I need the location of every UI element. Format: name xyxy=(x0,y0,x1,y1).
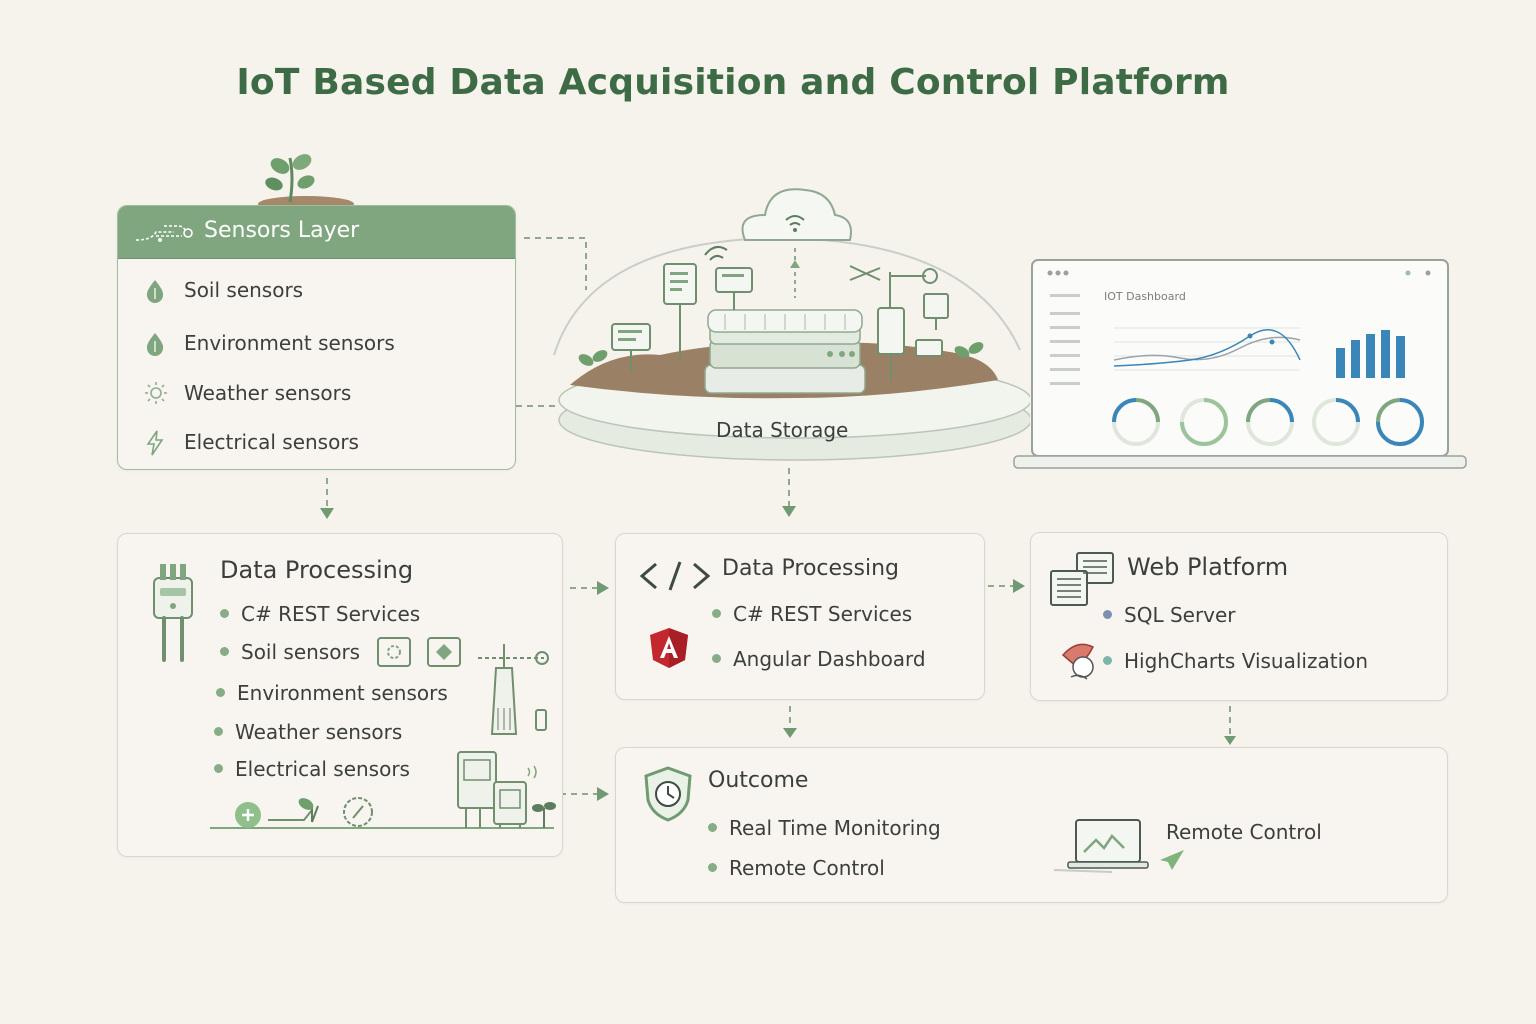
data-storage-illustration xyxy=(553,188,1030,461)
sensor-item-electrical: Electrical sensors xyxy=(144,428,504,458)
sensor-item-environment: Environment sensors xyxy=(144,329,504,359)
list-item: HighCharts Visualization xyxy=(1103,649,1368,673)
sensors-layer-card: Sensors Layer Soil sensors Environment s… xyxy=(117,205,516,470)
soil-probe-icon xyxy=(153,564,193,662)
documents-icon xyxy=(1050,552,1114,606)
arrowhead-right xyxy=(597,581,609,595)
gear-box-icon xyxy=(377,637,411,667)
arrowhead-right xyxy=(597,787,609,801)
list-item: SQL Server xyxy=(1103,603,1236,627)
field-devices-icon xyxy=(210,751,556,829)
code-icon xyxy=(640,561,710,591)
data-processing-mid-card: Data Processing C# REST Services Angular… xyxy=(615,533,985,700)
dashboard-title: IOT Dashboard xyxy=(1104,290,1186,303)
arrowhead-down xyxy=(782,506,796,517)
drop-icon xyxy=(146,280,164,303)
arrowhead-down xyxy=(1224,736,1236,745)
cloud-wifi-icon xyxy=(704,188,852,298)
weather-station-icon xyxy=(478,644,549,735)
card-title: Web Platform xyxy=(1127,553,1289,581)
database-icon xyxy=(704,309,866,394)
shield-clock-icon xyxy=(644,766,692,822)
list-item: Soil sensors xyxy=(220,640,360,664)
angular-logo-icon xyxy=(650,628,688,668)
sensor-item-label: Environment sensors xyxy=(184,331,395,355)
list-item: Electrical sensors xyxy=(214,757,410,781)
data-processing-left-card: Data Processing C# REST Services Soil se… xyxy=(117,533,563,857)
sensor-item-label: Weather sensors xyxy=(184,381,352,405)
highcharts-logo-icon xyxy=(1061,643,1095,680)
arrowhead-right xyxy=(1013,579,1025,593)
sun-icon xyxy=(145,382,167,404)
outcome-card: Outcome Real Time Monitoring Remote Cont… xyxy=(615,747,1448,903)
list-item: Environment sensors xyxy=(216,681,448,705)
sensor-item-label: Electrical sensors xyxy=(184,430,359,454)
sensors-layer-header: Sensors Layer xyxy=(118,206,515,259)
list-item: C# REST Services xyxy=(220,602,420,626)
page-title: IoT Based Data Acquisition and Control P… xyxy=(236,62,1230,103)
arrowhead-down xyxy=(783,728,797,738)
list-item: C# REST Services xyxy=(712,602,912,626)
laptop-remote-icon xyxy=(1053,819,1184,873)
list-item: Angular Dashboard xyxy=(712,647,926,671)
plant-sprout-icon xyxy=(258,154,354,210)
sensors-layer-title: Sensors Layer xyxy=(204,218,360,243)
lightning-icon xyxy=(146,430,164,456)
drop-icon xyxy=(146,333,164,356)
circuit-icon xyxy=(135,225,193,242)
card-title: Data Processing xyxy=(722,556,899,581)
sensor-item-label: Soil sensors xyxy=(184,278,304,302)
list-item: Remote Control xyxy=(708,856,885,880)
sensor-item-soil: Soil sensors xyxy=(144,276,504,306)
diamond-box-icon xyxy=(427,637,461,667)
arrowhead-down xyxy=(320,508,334,519)
remote-control-label: Remote Control xyxy=(1166,820,1322,844)
list-item: Weather sensors xyxy=(214,720,402,744)
sensor-item-weather: Weather sensors xyxy=(144,379,504,409)
card-title: Outcome xyxy=(708,768,809,793)
list-item: Real Time Monitoring xyxy=(708,816,941,840)
web-platform-card: Web Platform SQL Server HighCharts Visua… xyxy=(1030,532,1448,701)
card-title: Data Processing xyxy=(220,556,414,584)
data-storage-label: Data Storage xyxy=(716,418,849,442)
laptop-dashboard-illustration xyxy=(1013,259,1467,469)
